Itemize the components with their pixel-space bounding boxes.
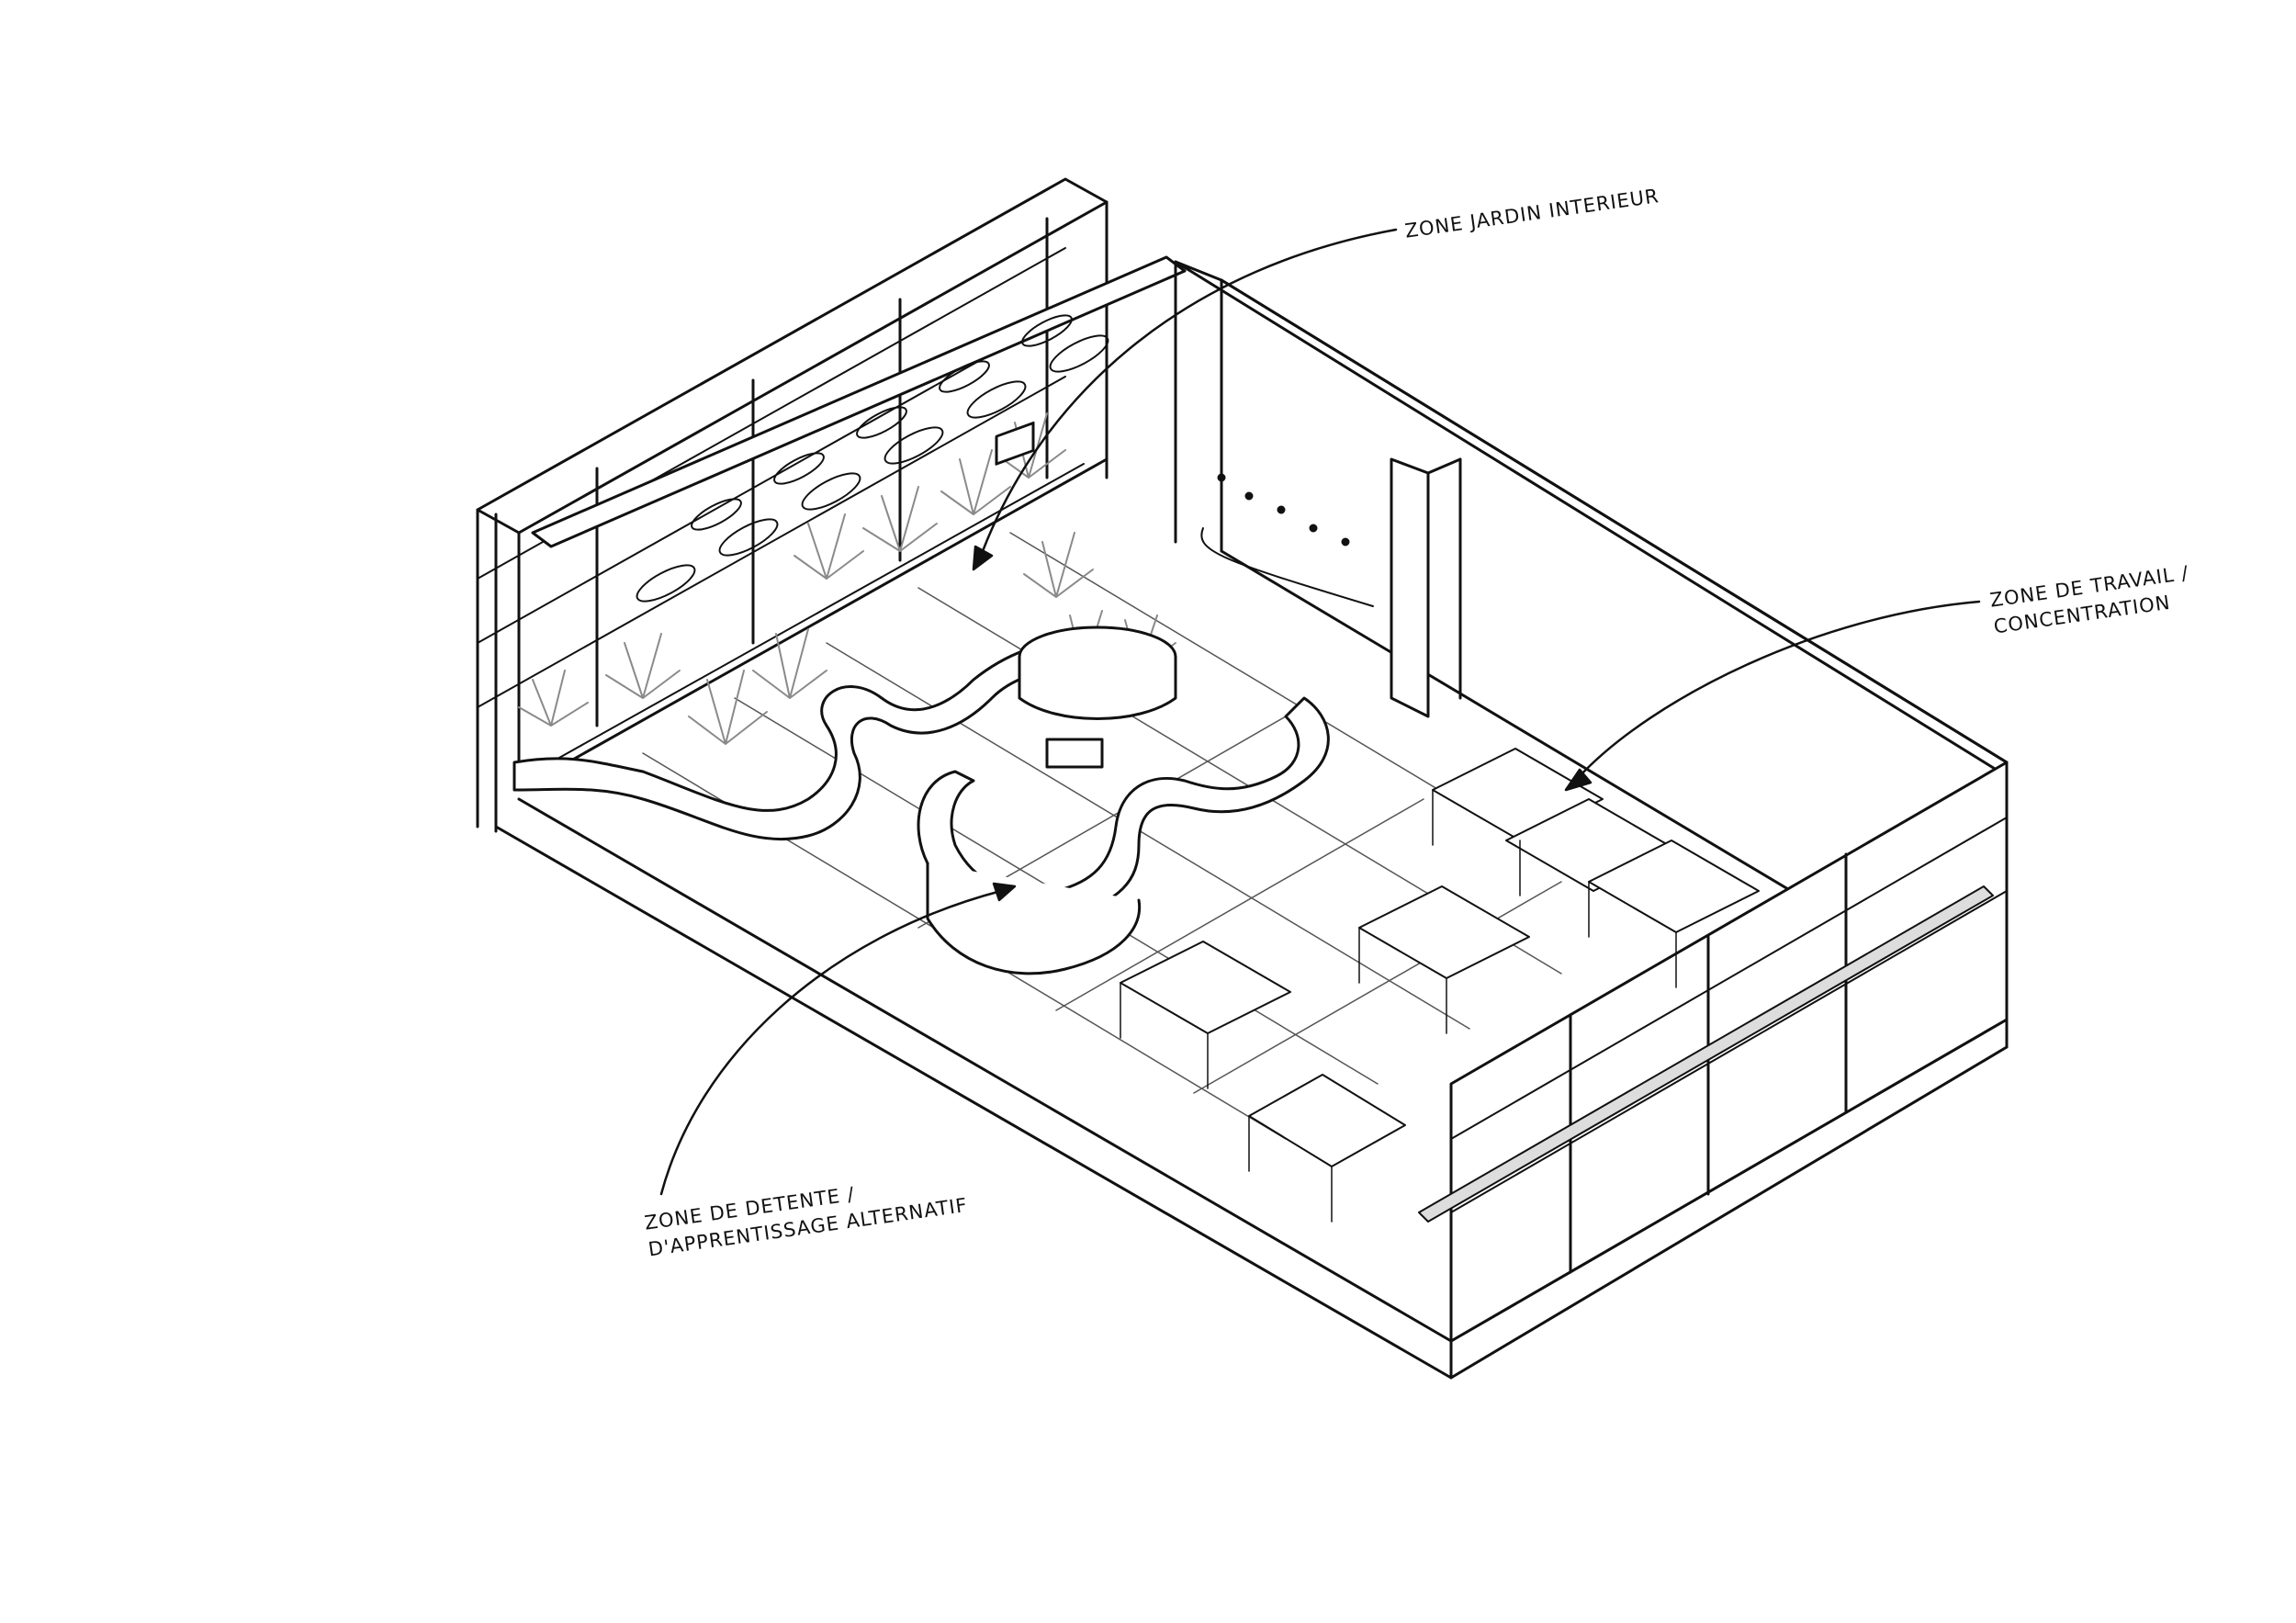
- work-tables: [1120, 748, 1760, 1223]
- leader-line-jardin: [981, 228, 1398, 553]
- hanging-planters: [636, 314, 1109, 603]
- back-wall: [1174, 260, 2009, 1021]
- lounge-seating: [917, 421, 1330, 975]
- curved-planter-bench: [512, 626, 1177, 841]
- leader-line-travail: [1578, 600, 1981, 778]
- leader-line-detente: [659, 889, 1003, 1196]
- leader-lines: [659, 228, 1981, 1196]
- right-facade-wall: [1418, 761, 2009, 1343]
- left-facade-wall: [476, 177, 1187, 833]
